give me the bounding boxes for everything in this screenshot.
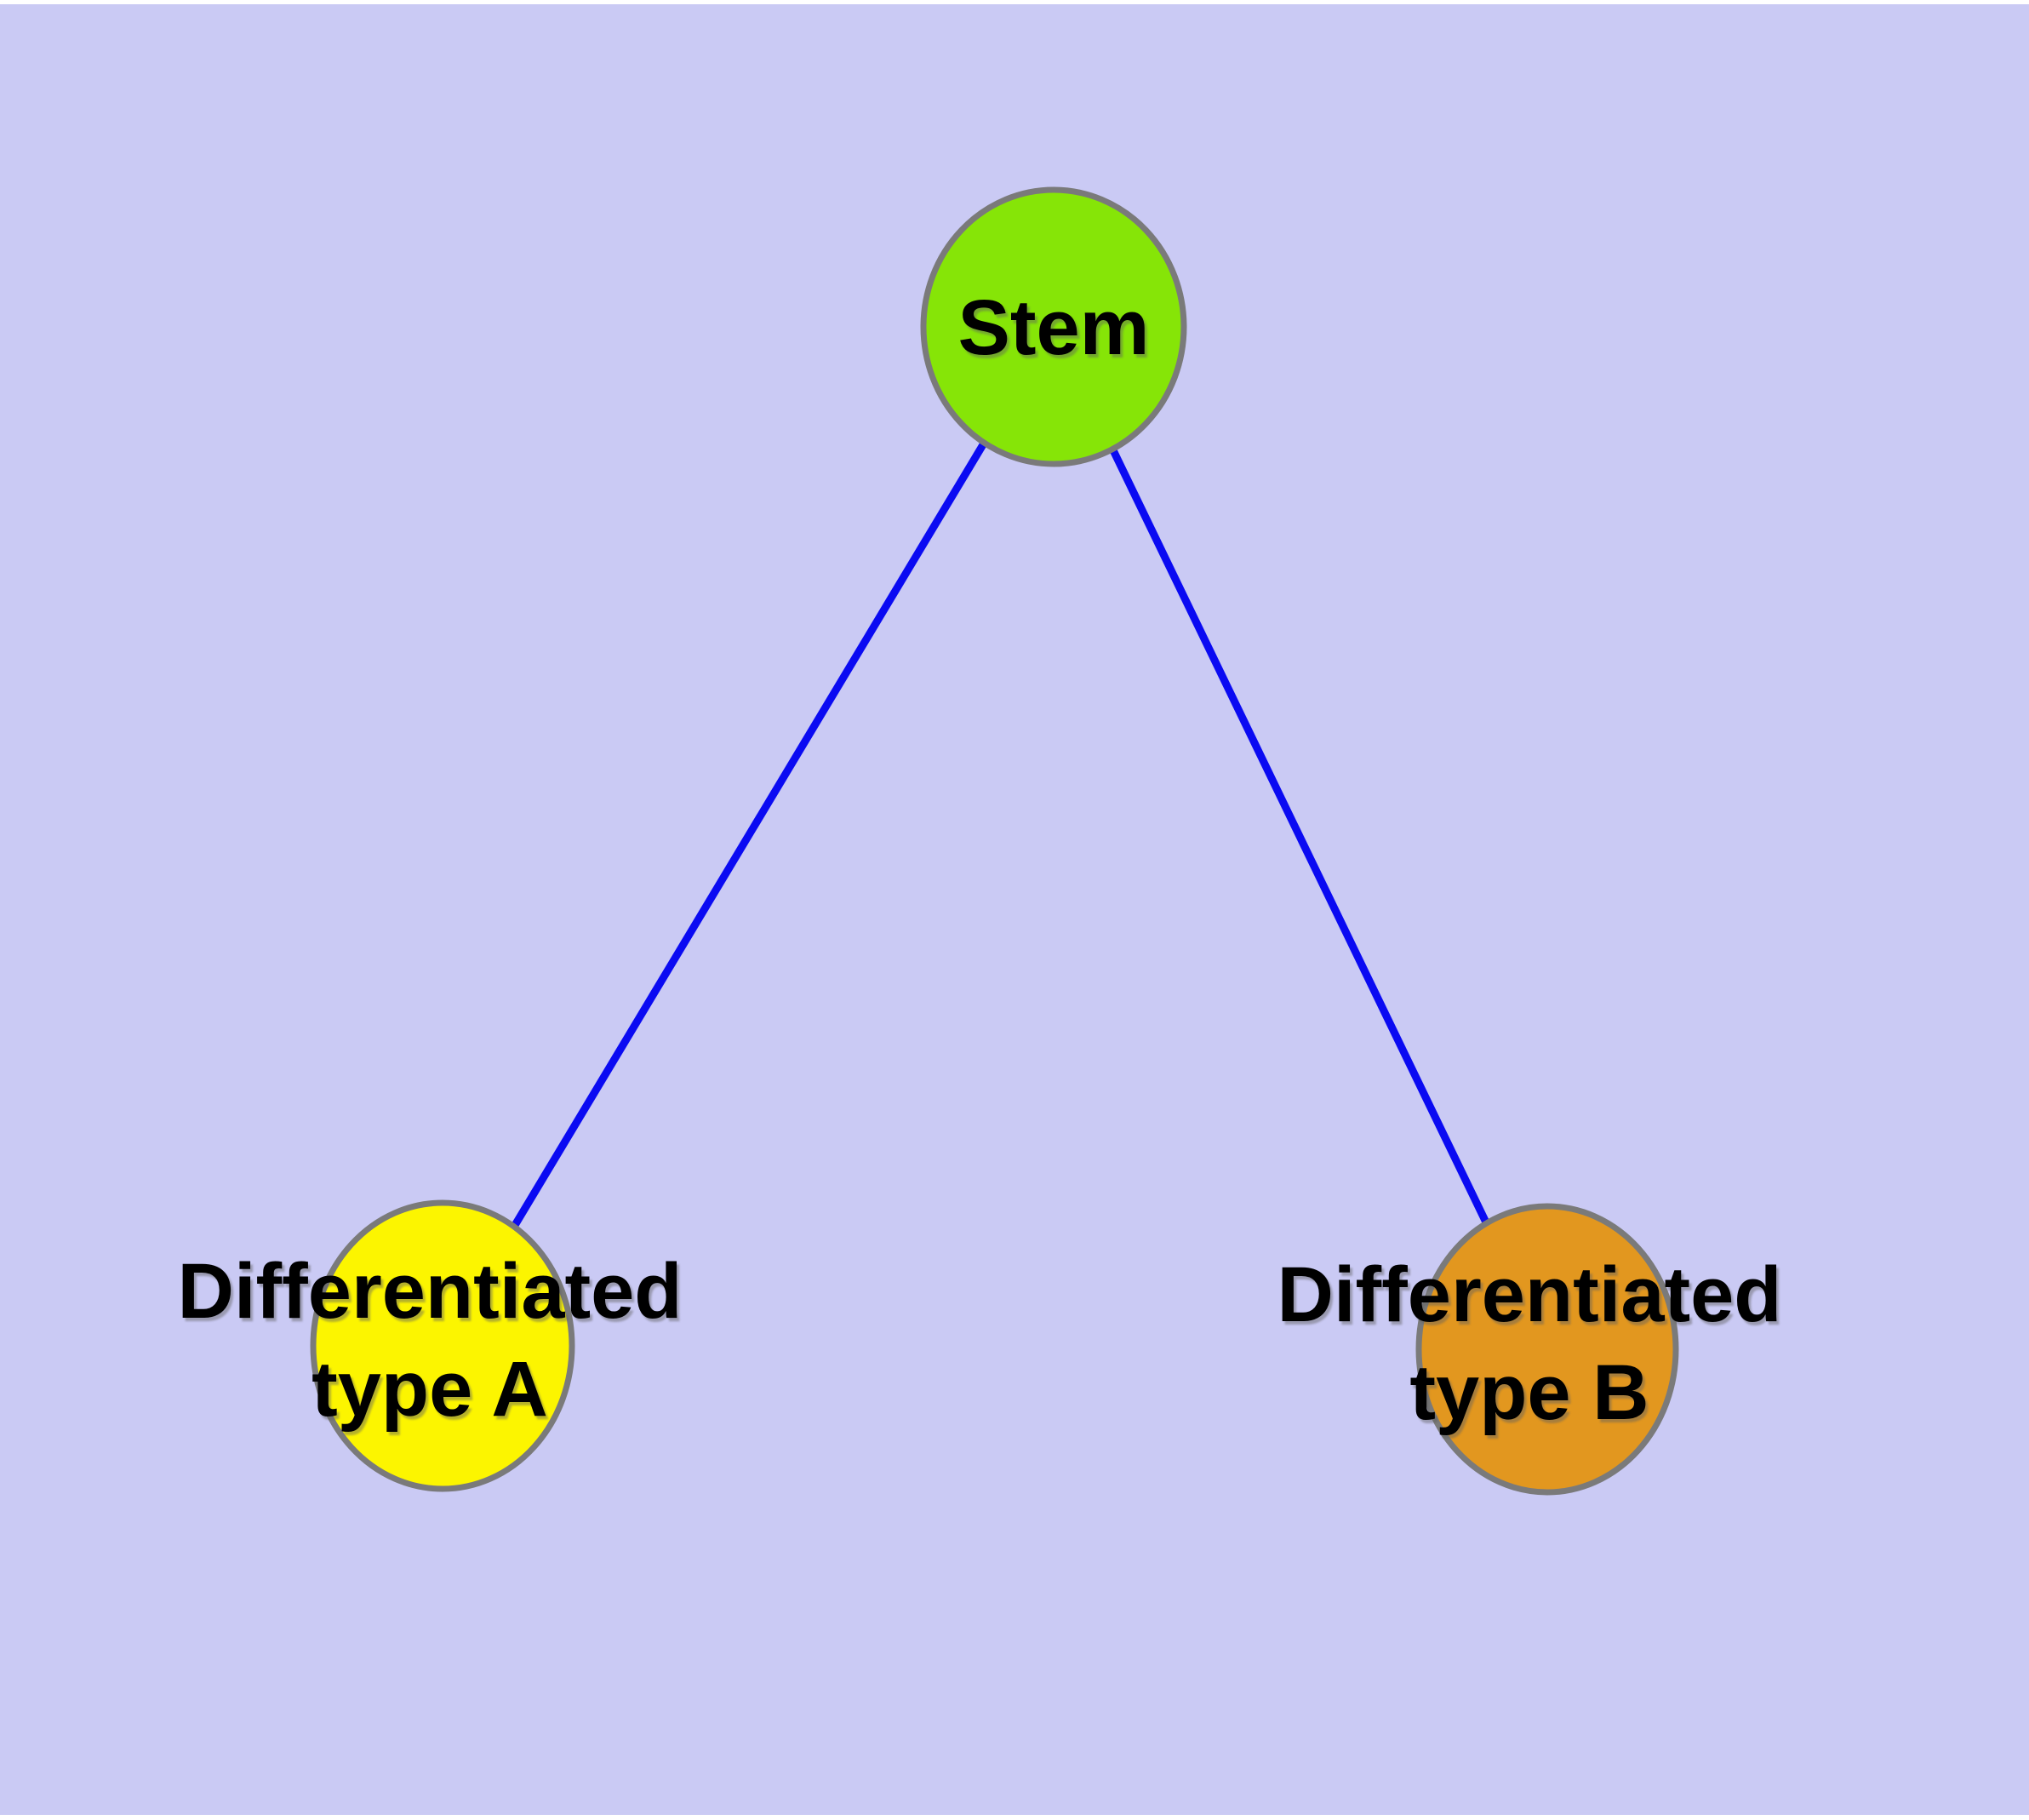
node-differentiated-type-a: [310, 1199, 575, 1492]
node-stem-label: Stem: [958, 284, 1150, 371]
node-type-a-label-line1: Differentiated: [178, 1248, 683, 1335]
node-stem: [920, 186, 1187, 467]
node-type-b-label-line1: Differentiated: [1277, 1251, 1782, 1338]
edge-stem-to-type-a: [439, 324, 1057, 1348]
edge-stem-to-type-b: [1049, 325, 1552, 1351]
node-type-b-label-line2: type B: [1409, 1349, 1649, 1436]
node-differentiated-type-b: [1415, 1203, 1679, 1496]
node-type-a-label-line2: type A: [311, 1346, 548, 1433]
